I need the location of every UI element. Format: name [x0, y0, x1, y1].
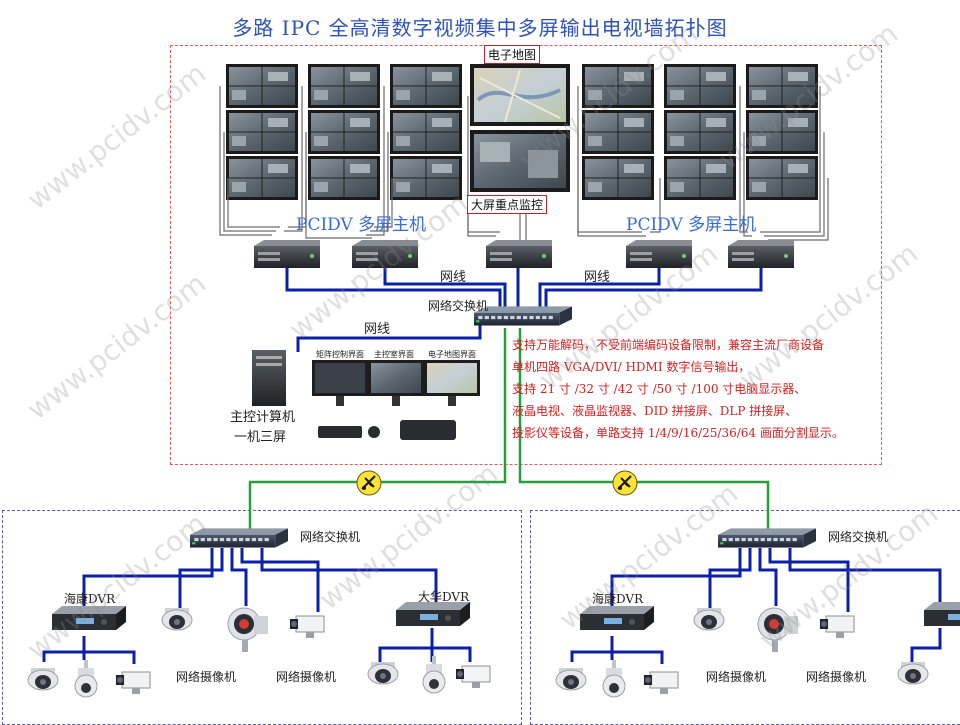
feature-item: 单机四路 VGA/DVI/ HDMI 数字信号输出， — [512, 360, 751, 374]
monitor-caption-matrix: 矩阵控制界面 — [316, 350, 364, 359]
feature-list: 支持万能解码，不受前端编码设备限制，兼容主流厂商设备 单机四路 VGA/DVI/… — [512, 334, 844, 444]
site-left-camera-label-1: 网络摄像机 — [176, 670, 237, 684]
site-left-switch-label: 网络交换机 — [300, 530, 361, 544]
feature-item: 支持万能解码，不受前端编码设备限制，兼容主流厂商设备 — [512, 338, 825, 352]
monitor-caption-control: 主控室界面 — [374, 350, 414, 359]
host-label-left: PCIDV 多屏主机 — [296, 215, 427, 235]
feature-item: 投影仪等设备，单路支持 1/4/9/16/25/36/64 画面分割显示。 — [512, 426, 844, 440]
emap-label: 电子地图 — [484, 45, 541, 64]
workstation-label-2: 一机三屏 — [234, 430, 287, 445]
site-left-camera-label-2: 网络摄像机 — [276, 670, 337, 684]
site-right-switch-label: 网络交换机 — [828, 530, 889, 544]
workstation-label-1: 主控计算机 — [230, 410, 296, 425]
bigscreen-label: 大屏重点监控 — [467, 195, 548, 214]
site-left-dvr-left-label: 海康DVR — [64, 592, 116, 606]
monitor-caption-emap: 电子地图界面 — [428, 350, 476, 359]
site-right-dvr-left-label: 海康DVR — [592, 592, 644, 606]
netline-label-workstation: 网线 — [364, 322, 391, 337]
host-label-right: PCIDV 多屏主机 — [626, 215, 757, 235]
site-right-camera-label-2: 网络摄像机 — [806, 670, 867, 684]
site-right-camera-label-1: 网络摄像机 — [706, 670, 767, 684]
feature-item: 液晶电视、液晶监视器、DID 拼接屏、DLP 拼接屏、 — [512, 404, 798, 418]
netline-label-left: 网线 — [440, 270, 467, 285]
feature-item: 支持 21 寸 /32 寸 /42 寸 /50 寸 /100 寸电脑显示器、 — [512, 382, 807, 396]
video-wall-right — [582, 64, 818, 200]
netline-label-right: 网线 — [584, 270, 611, 285]
video-wall-left — [226, 64, 462, 200]
diagram-title: 多路 IPC 全高清数字视频集中多屏输出电视墙拓扑图 — [232, 16, 728, 40]
site-left-dvr-right-label: 大华DVR — [418, 590, 470, 604]
main-switch-label: 网络交换机 — [428, 299, 489, 313]
